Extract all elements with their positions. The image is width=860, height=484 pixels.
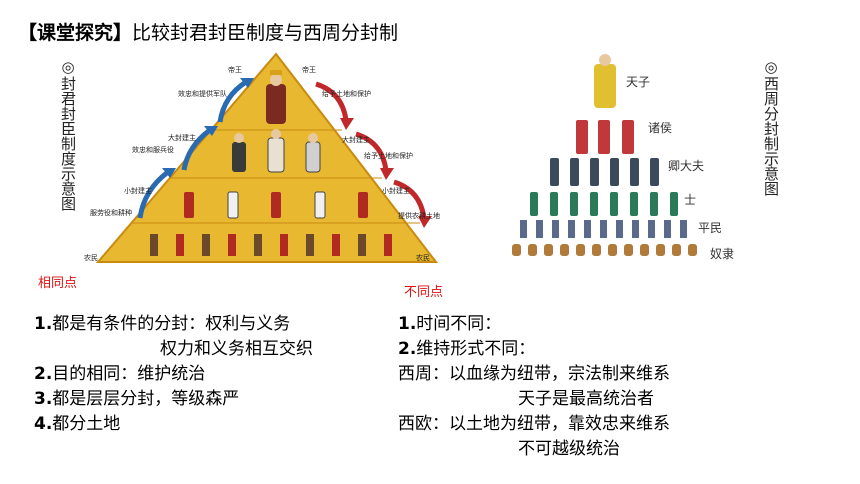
arrow-up-3 bbox=[217, 79, 248, 123]
feudal-pyramid-figure: 帝王 帝王 大封建主 大封建主 小封建主 小封建主 农民 农民 效忠和提供军队 … bbox=[84, 52, 440, 263]
difference-zhou-cont: 天子是最高统治者 bbox=[518, 389, 654, 409]
similarities-tag: 相同点 bbox=[38, 276, 78, 291]
difference-zhou: 西周：以血缘为纽带，宗法制来维系 bbox=[398, 364, 670, 384]
similarity-item-3: 3.都是层层分封，等级森严 bbox=[34, 389, 240, 409]
commoners-figures bbox=[520, 220, 687, 238]
differences-tag: 不同点 bbox=[404, 285, 444, 300]
difference-item-2: 2.维持形式不同： bbox=[398, 339, 536, 359]
rank-label-shi: 士 bbox=[684, 193, 696, 207]
rank-label-zhuhou: 诸侯 bbox=[648, 121, 672, 135]
level-label-minor-lord-right: 小封建主 bbox=[382, 186, 410, 195]
level-label-great-lord-left: 大封建主 bbox=[168, 133, 196, 142]
page-title: 【课堂探究】比较封君封臣制度与西周分封制 bbox=[18, 18, 398, 45]
level-label-king-left: 帝王 bbox=[228, 65, 242, 74]
title-text: 比较封君封臣制度与西周分封制 bbox=[132, 22, 399, 44]
figure-left-caption: ◎封君封臣制度示意图 bbox=[59, 58, 77, 211]
zhou-hierarchy-figure: 天子 诸侯 卿大夫 士 平民 奴隶 bbox=[512, 54, 734, 261]
arrow-down-1 bbox=[315, 81, 349, 121]
level-label-minor-lord-left: 小封建主 bbox=[124, 186, 152, 195]
peasants-figures bbox=[150, 234, 392, 256]
similarity-item-1-cont: 权力和义务相互交织 bbox=[160, 339, 313, 359]
shi-figures bbox=[530, 192, 678, 216]
arrow-down-2 bbox=[355, 131, 389, 171]
son-of-heaven-figure bbox=[594, 54, 616, 108]
similarity-item-1: 1.都是有条件的分封：权利与义务 bbox=[34, 314, 291, 334]
level-label-king-right: 帝王 bbox=[302, 65, 316, 74]
left-arrow-label-3: 服劳役和耕种 bbox=[90, 208, 132, 217]
level-label-peasant-left: 农民 bbox=[84, 253, 98, 262]
ministers-figures bbox=[550, 158, 659, 186]
rank-label-qingdafu: 卿大夫 bbox=[668, 159, 704, 173]
rank-label-pingmin: 平民 bbox=[698, 221, 722, 235]
title-bracket: 【课堂探究】 bbox=[18, 22, 133, 44]
level-label-peasant-right: 农民 bbox=[416, 253, 430, 262]
slaves-figures bbox=[512, 244, 697, 256]
arrow-down-3 bbox=[393, 179, 427, 219]
difference-item-1: 1.时间不同： bbox=[398, 314, 502, 334]
left-arrow-label-1: 效忠和提供军队 bbox=[178, 89, 227, 98]
right-arrow-label-2: 给予土地和保护 bbox=[364, 151, 413, 160]
rank-label-nuli: 奴隶 bbox=[710, 247, 734, 261]
arrow-up-1 bbox=[137, 170, 170, 219]
right-arrow-label-3: 提供农耕土地 bbox=[398, 211, 440, 220]
king-figure bbox=[266, 70, 286, 124]
feudal-lords-figures bbox=[576, 120, 634, 154]
similarity-item-4: 4.都分土地 bbox=[34, 414, 121, 434]
minor-lords-figures bbox=[184, 191, 368, 219]
difference-europe-cont: 不可越级统治 bbox=[518, 439, 620, 459]
arrow-up-2 bbox=[181, 127, 212, 171]
difference-europe: 西欧：以土地为纽带，靠效忠来维系 bbox=[398, 414, 670, 434]
right-arrow-label-1: 给予土地和保护 bbox=[322, 89, 371, 98]
similarity-item-2: 2.目的相同：维护统治 bbox=[34, 364, 206, 384]
great-lords-figures bbox=[232, 129, 321, 173]
left-arrow-label-2: 效忠和服兵役 bbox=[132, 145, 174, 154]
level-label-great-lord-right: 大封建主 bbox=[342, 135, 370, 144]
figure-right-caption: ◎西周分封制示意图 bbox=[762, 58, 780, 196]
rank-label-tianzi: 天子 bbox=[626, 75, 650, 89]
